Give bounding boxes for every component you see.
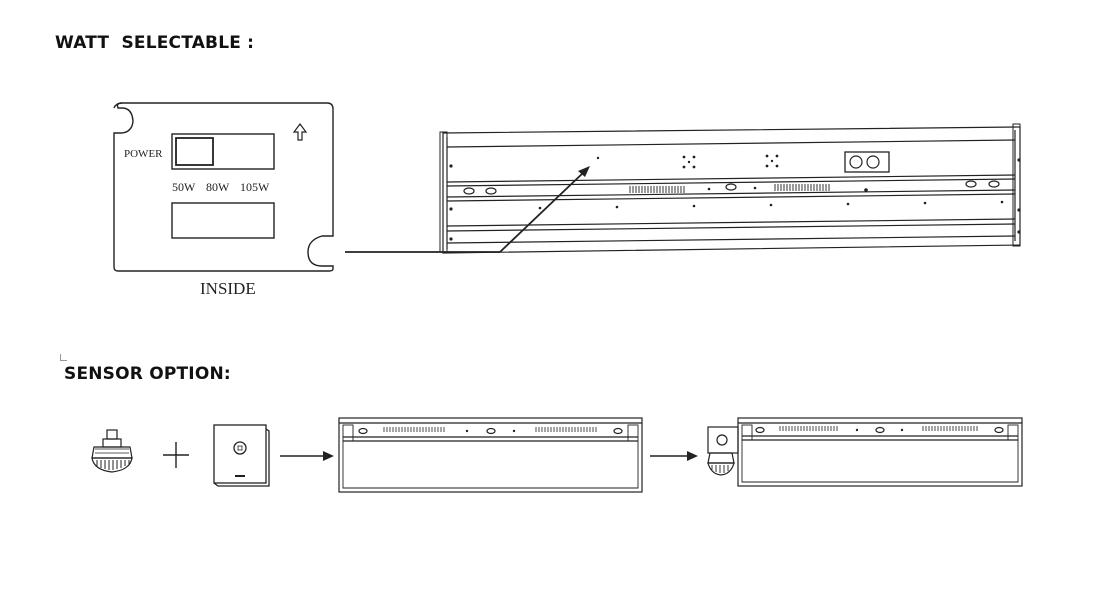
arrow-1: [280, 451, 334, 461]
inside-label: INSIDE: [200, 279, 256, 298]
sensor-box: [213, 424, 270, 487]
sensor-option-heading: SENSOR OPTION:: [64, 364, 231, 384]
power-label: POWER: [124, 148, 163, 160]
mounted-sensor-box: [707, 426, 739, 454]
sensor-head: [91, 429, 133, 473]
option-50w: 50W: [172, 180, 196, 194]
fixture-large: [439, 123, 1021, 254]
dip-switch: [171, 133, 275, 170]
connector-plate: [844, 151, 890, 173]
label-window: [171, 202, 275, 239]
corner-mark: [60, 354, 67, 361]
arrow-2: [650, 451, 698, 461]
switch-panel: POWER 50W 80W 105W INSIDE: [113, 102, 334, 298]
up-arrow-icon: [292, 123, 308, 141]
watt-selectable-heading: WATT SELECTABLE :: [55, 33, 255, 53]
plus-icon: [163, 442, 189, 468]
leader-arrow: [345, 166, 590, 253]
fixture-with-sensor: [707, 417, 1023, 487]
fixture-small-1: [338, 417, 643, 493]
option-80w: 80W: [206, 180, 230, 194]
dip-switch-slider: [175, 137, 214, 166]
option-105w: 105W: [240, 180, 270, 194]
vent-slots: [629, 184, 830, 193]
